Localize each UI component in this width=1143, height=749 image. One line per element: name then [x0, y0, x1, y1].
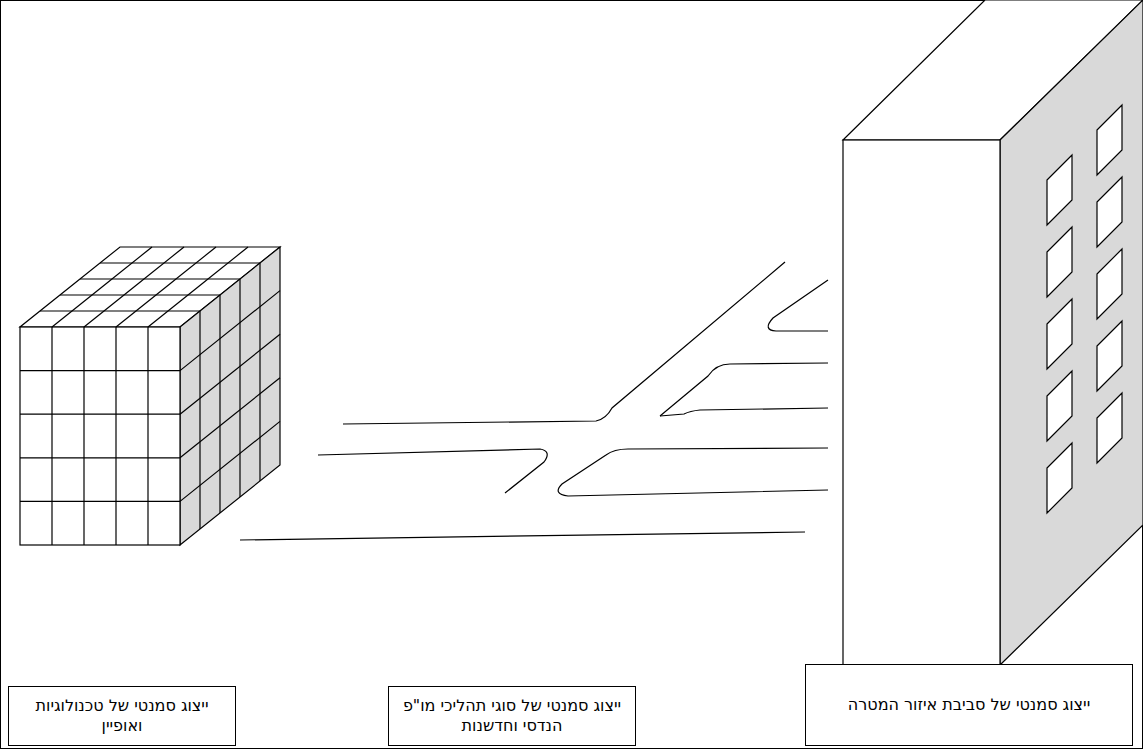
technology-cube — [20, 247, 280, 545]
caption-text: ייצוג סמנטי של סביבת איזור המטרה — [848, 695, 1090, 715]
target-building — [843, 0, 1143, 665]
caption-text: ייצוג סמנטי של טכנולוגיות ואופיין — [19, 696, 225, 736]
caption-text: ייצוג סמנטי של סוגי תהליכי מו"פ הנדסי וח… — [399, 696, 625, 736]
road-network — [240, 262, 828, 540]
caption-box: ייצוג סמנטי של סביבת איזור המטרה — [805, 664, 1133, 746]
caption-box: ייצוג סמנטי של סוגי תהליכי מו"פ הנדסי וח… — [388, 686, 636, 746]
caption-box: ייצוג סמנטי של טכנולוגיות ואופיין — [8, 686, 236, 746]
